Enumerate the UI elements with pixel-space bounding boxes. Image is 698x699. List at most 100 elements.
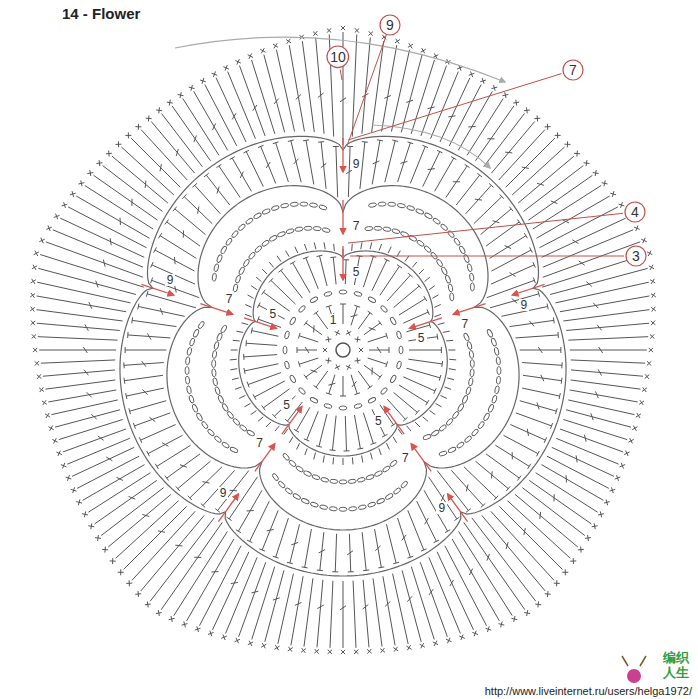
stitch-bar — [165, 476, 169, 481]
stitch-post — [333, 244, 335, 251]
stitch-post — [552, 447, 614, 476]
single-crochet — [40, 387, 44, 392]
chain-stitch — [441, 266, 448, 275]
stitch-post — [316, 313, 328, 329]
stitch-post — [547, 456, 609, 488]
chain-stitch — [284, 331, 290, 340]
single-crochet — [39, 388, 44, 392]
single-crochet — [354, 650, 358, 654]
single-crochet — [505, 92, 506, 98]
stitch-post — [37, 323, 120, 330]
single-crochet — [636, 225, 638, 231]
single-crochet — [645, 374, 649, 379]
round-start-arrow — [453, 304, 485, 315]
single-crochet — [323, 348, 327, 352]
chain-stitch — [468, 378, 473, 387]
stitch-post — [434, 314, 441, 316]
single-crochet — [610, 489, 616, 491]
stitch-post — [299, 336, 318, 342]
single-crochet — [35, 361, 39, 365]
single-crochet — [647, 361, 651, 365]
stitch-post — [126, 388, 164, 396]
stitch-slash — [428, 107, 435, 109]
single-crochet — [67, 475, 69, 481]
stitch-post — [232, 378, 239, 380]
chain-stitch — [213, 263, 219, 272]
round-number: 3 — [632, 249, 640, 263]
stitch-post — [432, 295, 438, 299]
stitch-bar — [343, 259, 349, 260]
chain-stitch — [261, 239, 270, 247]
stitch-post — [446, 340, 453, 342]
single-crochet — [301, 649, 306, 653]
round-marker: 5 — [416, 332, 427, 344]
stitch-post — [262, 269, 267, 274]
stitch-post — [410, 146, 425, 183]
single-crochet — [184, 621, 186, 627]
stitch-post — [306, 323, 322, 335]
single-crochet — [406, 646, 411, 649]
stitch-slash — [572, 240, 578, 244]
stitch-post — [239, 395, 245, 398]
stitch-post — [522, 363, 562, 366]
single-crochet — [652, 293, 655, 298]
chain-stitch — [303, 470, 312, 477]
stitch-bar — [227, 517, 232, 520]
stitch-bar — [434, 540, 439, 543]
stitch-post — [515, 494, 578, 547]
stitch-post — [568, 337, 648, 340]
stitch-post — [252, 60, 275, 134]
stitch-bar — [392, 140, 398, 141]
stitch-bar — [530, 247, 533, 252]
stitch-post — [148, 435, 182, 453]
chain-stitch — [212, 369, 217, 377]
round-number: 1 — [328, 314, 339, 326]
chain-stitch — [253, 212, 262, 219]
stitch-slash — [175, 545, 182, 547]
single-crochet — [422, 48, 425, 53]
stitch-slash — [318, 93, 324, 98]
stitch-post — [94, 175, 158, 220]
stitch-slash — [522, 167, 529, 168]
leader-line — [350, 256, 624, 257]
single-crochet — [459, 636, 465, 638]
single-crochet — [592, 526, 598, 527]
stitch-post — [295, 247, 298, 253]
chain-stitch — [324, 403, 333, 409]
stitch-bar — [494, 496, 498, 500]
chain-stitch — [254, 245, 263, 253]
chain-stitch — [486, 329, 493, 338]
yarn-ball — [627, 669, 641, 683]
single-crochet — [516, 100, 517, 106]
stitch-slash — [194, 557, 201, 558]
single-crochet — [485, 628, 491, 630]
single-crochet — [359, 348, 363, 352]
round-start-arrow — [448, 494, 468, 522]
stitch-post — [361, 242, 362, 249]
stitch-post — [276, 518, 289, 557]
chain-stitch — [389, 317, 396, 326]
single-crochet — [210, 631, 212, 637]
single-crochet — [341, 650, 345, 654]
stitch-post — [178, 461, 211, 488]
round-marker: 9 — [519, 299, 530, 311]
chain-stitch — [368, 296, 377, 303]
single-crochet — [335, 332, 340, 335]
chain-stitch — [189, 338, 195, 347]
stitch-slash — [441, 495, 444, 502]
stitch-bar — [158, 233, 161, 238]
outer-round-stitches — [30, 26, 656, 654]
stitch-post — [417, 501, 437, 541]
stitch-post — [132, 511, 195, 580]
stitch-bar — [434, 388, 436, 393]
stitch-post — [563, 419, 627, 439]
stitch-post — [67, 438, 129, 464]
stitch-bar — [439, 375, 441, 381]
single-crochet — [595, 170, 596, 176]
stitch-bar — [517, 476, 521, 481]
chain-stitch — [424, 212, 433, 219]
stitch-post — [55, 410, 120, 427]
chain-stitch — [491, 338, 498, 347]
stitch-bar — [188, 496, 192, 500]
stitch-post — [362, 532, 366, 570]
